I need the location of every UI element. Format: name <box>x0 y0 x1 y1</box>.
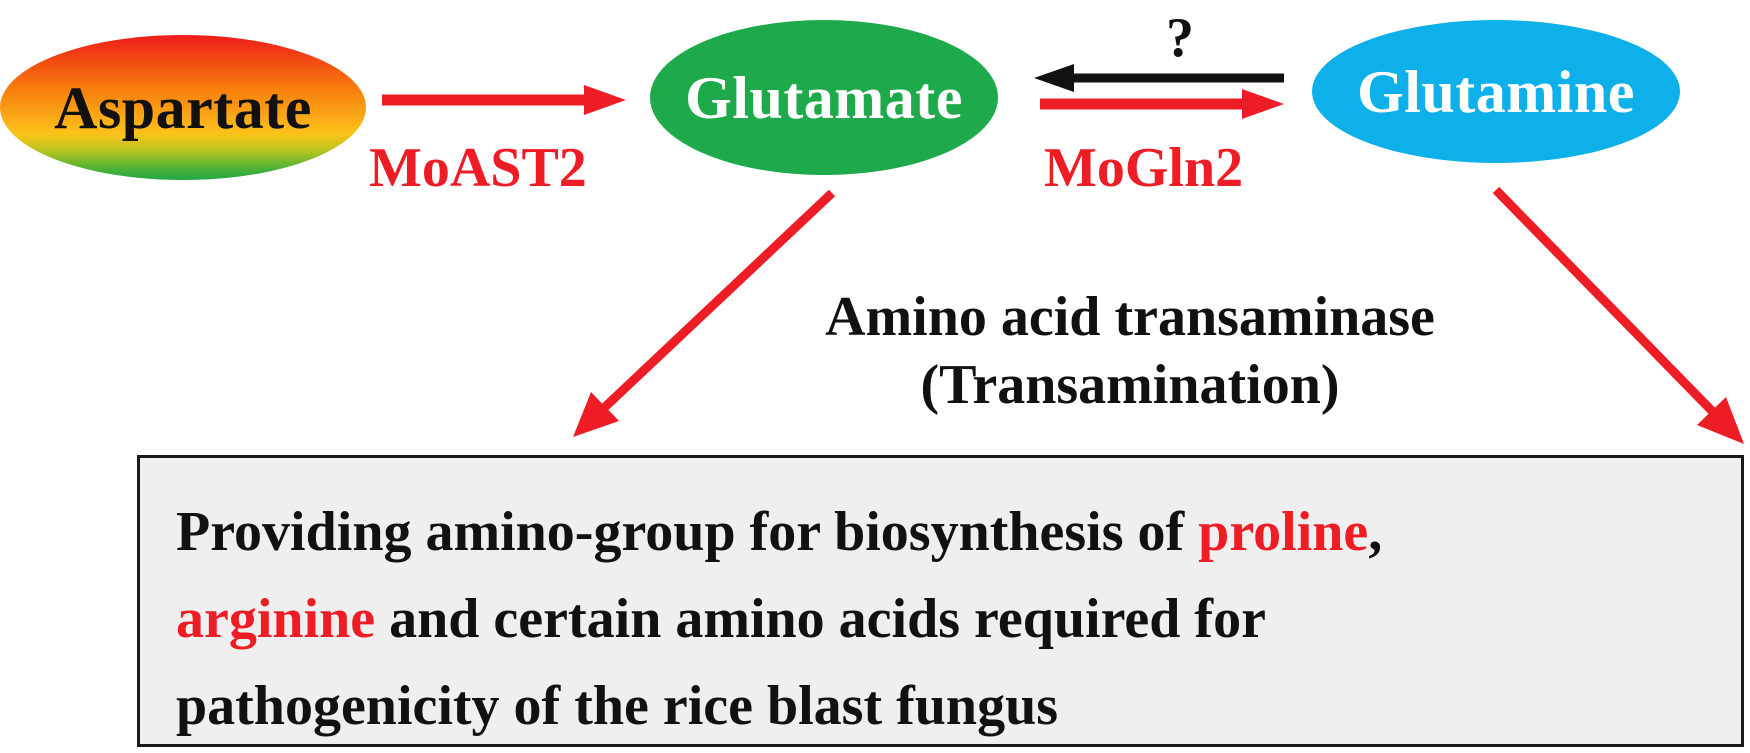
node-glutamate-label: Glutamate <box>685 64 963 131</box>
transaminase-label: Amino acid transaminase (Transamination) <box>690 283 1570 420</box>
result-line-1: Providing amino-group for biosynthesis o… <box>176 489 1727 576</box>
result-line-3-text: pathogenicity of the rice blast fungus <box>176 675 1058 737</box>
node-glutamine: Glutamine <box>1312 20 1680 163</box>
transaminase-label-line2: (Transamination) <box>920 354 1340 417</box>
unknown-reaction-question-mark: ? <box>1166 7 1194 69</box>
result-line-2-text: and certain amino acids required for <box>375 588 1266 650</box>
result-line-1-end: , <box>1368 501 1383 563</box>
enzyme-label-moast2: MoAST2 <box>369 137 587 199</box>
arrow-aspartate-to-glutamate <box>382 85 626 115</box>
node-aspartate: Aspartate <box>0 35 366 180</box>
arrow-glutamine-to-result <box>1492 186 1744 444</box>
arrow-glutamine-to-glutamate <box>1034 64 1284 92</box>
arrow-glutamate-to-result <box>573 189 836 437</box>
transaminase-label-line1: Amino acid transaminase <box>825 286 1435 348</box>
node-aspartate-label: Aspartate <box>54 74 312 141</box>
result-box: Providing amino-group for biosynthesis o… <box>137 455 1744 747</box>
result-line-2: arginine and certain amino acids require… <box>176 576 1727 663</box>
result-line-1-text: Providing amino-group for biosynthesis o… <box>176 501 1199 563</box>
highlight-proline: proline <box>1198 501 1369 563</box>
enzyme-label-mogln2: MoGln2 <box>1044 137 1244 199</box>
arrow-glutamate-to-glutamine <box>1040 89 1284 119</box>
node-glutamate: Glutamate <box>650 20 998 175</box>
node-glutamine-label: Glutamine <box>1357 58 1635 125</box>
result-line-3: pathogenicity of the rice blast fungus <box>176 663 1727 750</box>
highlight-arginine: arginine <box>176 588 376 650</box>
